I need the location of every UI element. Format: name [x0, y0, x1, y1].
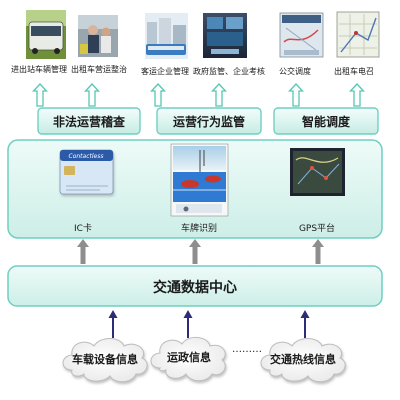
app-label: 公交调度 — [279, 66, 311, 76]
data-center-label: 交通数据中心 — [153, 279, 237, 296]
function-box-intelligent-dispatch — [273, 107, 379, 135]
up-arrow-gray — [77, 239, 89, 264]
app-image-taxi-call-screen — [336, 11, 380, 58]
app-label: 政府监管、企业考核 — [193, 66, 265, 76]
app-label: 出租车电召 — [334, 66, 374, 76]
app-image-taxi-enforcement — [78, 15, 118, 57]
source-cloud-vehicle-device — [62, 338, 148, 383]
up-arrow-hollow — [349, 83, 365, 107]
data-center-band — [7, 265, 383, 307]
function-label: 运营行为监管 — [173, 114, 245, 129]
function-box-operation-supervision — [156, 107, 262, 135]
function-box-illegal-inspection — [37, 107, 141, 135]
app-label: 客运企业管理 — [141, 66, 189, 76]
up-arrow-gray — [189, 239, 201, 264]
app-image-dispatch-screen — [279, 12, 324, 58]
function-label: 智能调度 — [301, 114, 351, 129]
source-cloud-transport-admin — [150, 337, 226, 382]
up-arrow-hollow — [32, 83, 48, 107]
up-arrow-navy — [108, 310, 118, 338]
up-arrow-hollow — [150, 83, 166, 107]
source-label: 交通热线信息 — [270, 352, 336, 366]
app-image-coach-company — [145, 13, 188, 59]
up-arrow-navy — [183, 310, 193, 338]
up-arrow-hollow — [84, 83, 100, 107]
source-label: 车载设备信息 — [72, 352, 138, 366]
gps-screen-image — [290, 148, 345, 196]
technology-label: GPS平台 — [299, 222, 335, 234]
app-label: 进出站车辆管理 — [11, 64, 67, 74]
technology-label: IC卡 — [74, 222, 92, 234]
ic-card-brand: Contactless — [69, 153, 104, 160]
app-label: 出租车营运整治 — [71, 64, 127, 74]
function-label: 非法运营稽查 — [53, 114, 126, 129]
up-arrow-hollow — [288, 83, 304, 107]
app-image-bus — [26, 10, 66, 59]
ellipsis: ……… — [232, 344, 262, 355]
up-arrow-navy — [300, 310, 310, 338]
source-label: 运政信息 — [167, 350, 211, 364]
app-image-monitoring-screen — [203, 13, 247, 58]
technology-label: 车牌识别 — [181, 222, 217, 234]
up-arrow-hollow — [211, 83, 227, 107]
source-cloud-traffic-hotline — [260, 338, 346, 383]
ic-card-image: Contactless — [59, 149, 114, 195]
plate-recognition-image — [170, 143, 229, 217]
up-arrow-gray — [312, 239, 324, 264]
